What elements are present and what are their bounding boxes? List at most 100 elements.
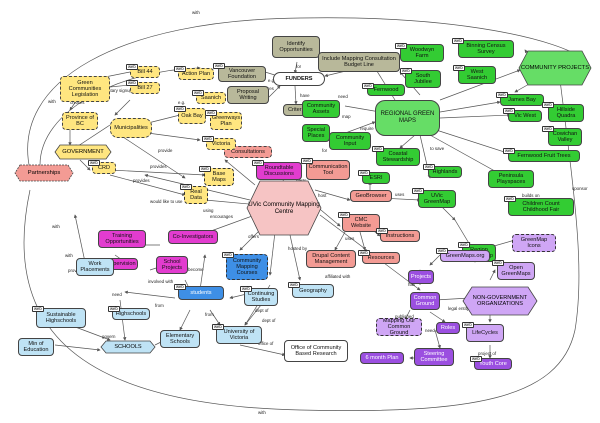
vancouver-foundation-node[interactable]: Vancouver Foundation xyxy=(218,66,266,82)
cmc-website-node[interactable]: CMC Website xyxy=(342,214,380,232)
greenways-plan-node[interactable]: Greenways Plan xyxy=(210,112,242,130)
ngo-label: NON-GOVERNMENT ORGANIZATIONS xyxy=(472,295,528,307)
highschools-node[interactable]: Highschools xyxy=(112,308,150,320)
base-maps-node[interactable]: Base Maps xyxy=(204,168,234,186)
binning-census-node[interactable]: Binning Census Survey xyxy=(458,40,514,58)
green-communities-node[interactable]: Green Communities Legislation xyxy=(60,76,110,102)
action-plan-node[interactable]: Action Plan xyxy=(178,68,214,80)
edge-proposal-funders xyxy=(267,85,281,99)
edge-label-eg: e.g. xyxy=(268,78,275,83)
peninsula-playspaces-node[interactable]: Peninsula Playspaces xyxy=(488,170,534,188)
roundtable-discussions-node[interactable]: Roundtable Discussions xyxy=(256,162,302,180)
hillside-quadra-node[interactable]: Hillside Quadra xyxy=(548,104,584,122)
university-victoria-node[interactable]: University of Victoria xyxy=(216,326,262,344)
community-mapping-courses-node[interactable]: Community Mapping Courses xyxy=(226,254,268,280)
woodwyn-farm-node[interactable]: Woodwyn Farm xyxy=(400,44,444,62)
cowichan-valley-node[interactable]: Cowichan Valley xyxy=(548,128,582,146)
elementary-schools-node[interactable]: Elementary Schools xyxy=(160,330,200,348)
edge-label-builds-on: builds on xyxy=(522,193,540,198)
identify-opportunities-node[interactable]: Identify Opportunities xyxy=(272,36,320,58)
vic-west-node[interactable]: Vic West xyxy=(508,110,542,122)
edge-label-need: need xyxy=(425,328,435,333)
greenmaps-org-node[interactable]: GreenMaps.org xyxy=(440,250,490,262)
six-month-plan-node[interactable]: 6 month Plan xyxy=(360,352,404,364)
ngo-node[interactable]: NON-GOVERNMENT ORGANIZATIONS xyxy=(462,286,538,316)
fernwood-node[interactable]: Fernwood xyxy=(367,84,405,96)
edge-commonground-roles xyxy=(429,311,446,323)
highlands-node[interactable]: Highlands xyxy=(428,166,462,178)
web-tag: web xyxy=(288,282,300,289)
schools-node[interactable]: SCHOOLS xyxy=(100,340,156,354)
instructions-node[interactable]: Instructions xyxy=(380,230,420,242)
communication-tool-node[interactable]: Communication Tool xyxy=(306,160,350,180)
fernwood-fruit-trees-node[interactable]: Fernwood Fruit Trees xyxy=(508,150,580,162)
lifecycles-node[interactable]: LifeCycles xyxy=(466,324,504,342)
school-projects-node[interactable]: School Projects xyxy=(156,256,188,274)
edge-funders-criteria xyxy=(294,85,298,105)
co-investigators-node[interactable]: Co-Investigators xyxy=(168,230,218,244)
partnerships-node[interactable]: Partnerships xyxy=(14,164,74,182)
edge-label-with: with xyxy=(258,410,266,415)
uvic-greenmap-node[interactable]: UVic GreenMap xyxy=(418,190,456,208)
edge-label-need: need xyxy=(338,94,348,99)
web-tag: web xyxy=(88,160,100,167)
edge-label-with: with xyxy=(65,253,73,258)
youth-core-node[interactable]: Youth Core xyxy=(474,358,512,370)
real-data-node[interactable]: Real Data xyxy=(184,186,208,204)
partnerships-label: Partnerships xyxy=(27,170,61,176)
steering-committee-node[interactable]: Steering Committee xyxy=(414,348,454,366)
funders-node[interactable]: FUNDERS xyxy=(273,72,325,86)
resources-node[interactable]: Resources xyxy=(362,252,400,264)
edge-label-uses: uses xyxy=(395,192,405,197)
edge-label-involved-with: involved with xyxy=(148,279,174,284)
sustainable-highschools-node[interactable]: Sustainable Highschools xyxy=(36,308,86,328)
web-tag: web xyxy=(199,166,211,173)
proposal-writing-node[interactable]: Proposal Writing xyxy=(227,86,269,104)
greenmap-icons-node[interactable]: GreenMap Icons xyxy=(512,234,556,252)
edge-label-encourages: encourages xyxy=(210,214,234,219)
consultations-node[interactable]: Consultations xyxy=(224,146,272,158)
edge-label-require: require xyxy=(360,126,374,131)
continuing-studies-node[interactable]: Continuing Studies xyxy=(244,288,278,306)
open-greenmaps-node[interactable]: Open GreenMaps xyxy=(497,262,535,280)
min-education-node[interactable]: Min of Education xyxy=(18,338,54,356)
community-projects-node[interactable]: COMMUNITY PROJECTS xyxy=(518,50,592,86)
geobrowser-node[interactable]: GeoBrowser xyxy=(350,190,392,202)
web-tag: web xyxy=(222,252,234,259)
regional-green-maps-node[interactable]: REGIONAL GREEN MAPS xyxy=(375,100,440,136)
community-input-node[interactable]: Community Input xyxy=(329,132,371,150)
community-assets-node[interactable]: Community Assets xyxy=(302,100,340,118)
children-count-node[interactable]: Children Count Childhood Fair xyxy=(508,198,574,216)
province-bc-node[interactable]: Province of BC xyxy=(62,112,98,130)
government-node[interactable]: GOVERNMENT xyxy=(54,144,112,160)
roles-node[interactable]: Roles xyxy=(436,322,460,334)
edge-students-highschools xyxy=(124,290,176,299)
edge-label-voluntary-signup: voluntary signup xyxy=(100,88,133,93)
web-tag: web xyxy=(180,184,192,191)
geography-node[interactable]: Geography xyxy=(292,284,334,298)
edge-municipalities-government xyxy=(74,124,111,149)
edge-highschools-schools xyxy=(119,299,127,341)
students-node[interactable]: students xyxy=(178,286,224,300)
training-opportunities-node[interactable]: Training Opportunities xyxy=(98,230,146,248)
projects-node[interactable]: Projects xyxy=(408,270,434,284)
common-ground-node[interactable]: Common Ground xyxy=(410,292,440,310)
office-cbr-node[interactable]: Office of Community Based Research xyxy=(284,340,348,362)
special-places-node[interactable]: Special Places xyxy=(302,124,330,142)
edge-cmc-continuing xyxy=(268,231,276,276)
james-bay-node[interactable]: James Bay xyxy=(500,94,544,106)
uvic-cmc-node[interactable]: UVic Community Mapping Centre xyxy=(246,180,322,236)
edge-label-provide: provide xyxy=(68,268,83,273)
municipalities-node[interactable]: Municipalities xyxy=(110,118,152,138)
drupal-node[interactable]: Drupal Content Management xyxy=(306,250,356,268)
edge-oakbay-municipalities xyxy=(114,99,131,116)
work-placements-node[interactable]: Work Placements xyxy=(76,258,114,276)
edge-cmc-consultations xyxy=(224,159,256,186)
web-tag: web xyxy=(213,63,225,70)
south-jubilee-node[interactable]: South Jubilee xyxy=(405,70,441,88)
mapping-our-common-ground-node[interactable]: Mapping Our Common Ground xyxy=(376,318,422,336)
coastal-stewardship-node[interactable]: Coastal Stewardship xyxy=(376,148,420,166)
web-tag: web xyxy=(301,158,313,165)
include-mapping-budget-node[interactable]: Include Mapping Consultation Budget Line xyxy=(318,52,400,72)
west-saanich-node[interactable]: West Saanich xyxy=(458,66,496,84)
